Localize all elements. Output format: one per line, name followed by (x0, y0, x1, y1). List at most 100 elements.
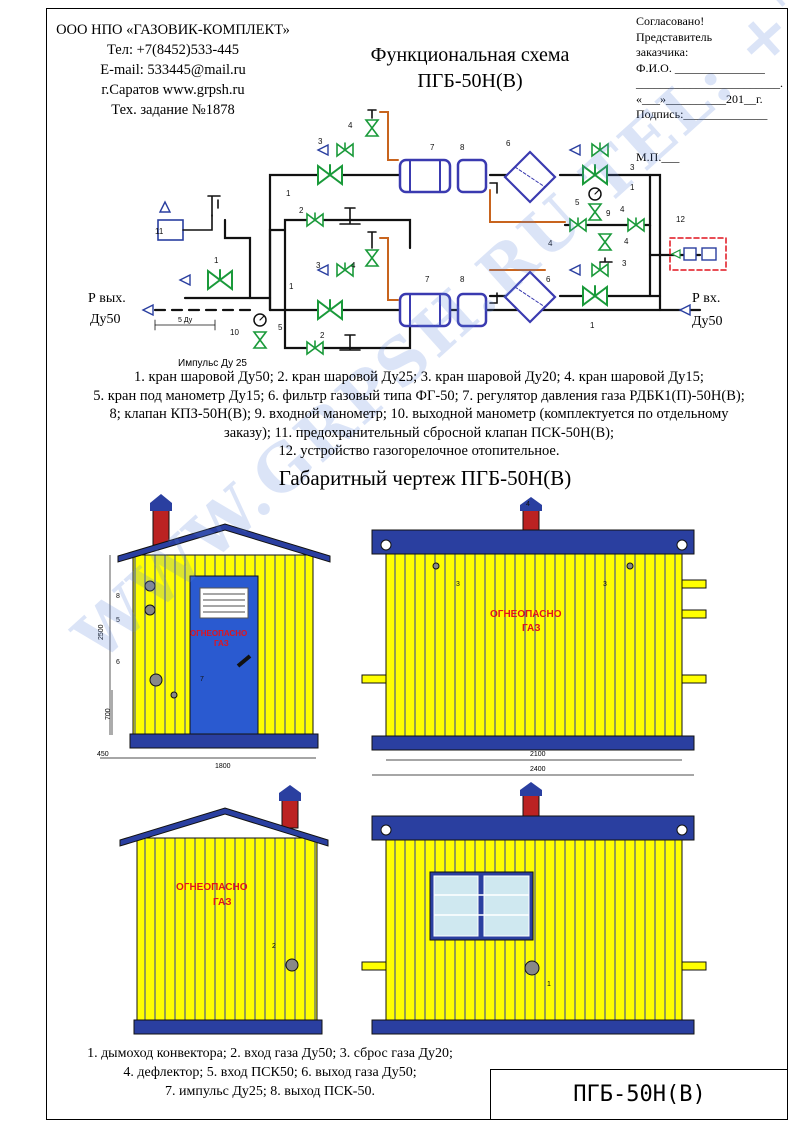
company-email: E-mail: 533445@mail.ru (100, 62, 246, 78)
inlet-diameter-label: Ду50 (692, 314, 723, 329)
output-arrow-icon (142, 304, 154, 316)
vent-icon (569, 264, 581, 276)
gauge-valve (253, 331, 267, 349)
legend-line: 8; клапан КПЗ-50Н(В); 9. входной маномет… (109, 406, 729, 422)
svg-text:5: 5 (116, 617, 120, 624)
ball-valve-du15 (365, 119, 379, 137)
pressure-regulator (398, 292, 452, 328)
warning-label: ОГНЕОПАСНО (176, 882, 248, 893)
svg-text:10: 10 (230, 328, 239, 337)
legend-line: 1. дымоход конвектора; 2. вход газа Ду50… (87, 1046, 453, 1061)
stamp-place: М.П.___ (636, 150, 680, 164)
warning-label: ОГНЕОПАСНО (190, 629, 247, 638)
svg-text:1: 1 (289, 282, 294, 291)
approval-sign: Подпись:______________ (636, 107, 768, 121)
svg-text:3: 3 (316, 261, 321, 270)
impulse-label: Импульс Ду 25 (178, 358, 247, 369)
schema-title-line2: ПГБ-50Н(В) (417, 70, 523, 92)
ball-valve-du50 (582, 285, 608, 306)
vent-icon (179, 274, 191, 286)
approval-fio: Ф.И.О. _______________ (636, 60, 765, 75)
svg-text:5: 5 (575, 198, 580, 207)
inlet-pressure-label: Р вх. (692, 291, 720, 306)
approval-block: Согласовано! Представитель заказчика: Ф.… (636, 14, 786, 123)
dim-700: 700 (105, 708, 112, 720)
approval-line: заказчика: (636, 45, 689, 59)
impulse-line (379, 111, 399, 161)
warning-label: ГАЗ (522, 623, 541, 634)
drawing-frame (46, 8, 788, 1120)
svg-text:3: 3 (622, 259, 627, 268)
ball-valve-du20 (336, 142, 354, 157)
burner-device (669, 237, 727, 271)
vent-icon (317, 144, 329, 156)
svg-text:4: 4 (624, 237, 629, 246)
input-arrow-icon (678, 303, 691, 317)
svg-text:6: 6 (116, 659, 120, 666)
svg-text:4: 4 (348, 121, 353, 130)
inlet-manometer-icon (588, 187, 602, 201)
vent-icon (158, 200, 172, 213)
svg-text:1: 1 (547, 981, 551, 988)
side-view-window: 1 (361, 782, 707, 1035)
svg-text:4: 4 (548, 239, 553, 248)
pipe-fittings (207, 109, 613, 351)
outlet-diameter-label: Ду50 (90, 312, 121, 327)
shutoff-valve (456, 292, 488, 328)
schema-title-line1: Функциональная схема (370, 44, 570, 66)
svg-text:1: 1 (630, 183, 635, 192)
approval-blank: ________________________. (636, 76, 783, 90)
dim-2400: 2400 (530, 766, 546, 773)
ball-valve-du15 (627, 217, 645, 232)
svg-text:5: 5 (278, 323, 283, 332)
company-block: ООО НПО «ГАЗОВИК-КОМПЛЕКТ» Тел: +7(8452)… (48, 20, 298, 120)
ball-valve-du20 (591, 262, 609, 277)
company-name: ООО НПО «ГАЗОВИК-КОМПЛЕКТ» (56, 22, 290, 38)
ball-valve-du25 (306, 340, 324, 355)
dim-1800: 1800 (215, 763, 231, 770)
warning-label: ОГНЕОПАСНО (490, 609, 562, 620)
impulse-line (489, 189, 566, 223)
gas-filter (503, 270, 557, 324)
svg-text:2: 2 (272, 943, 276, 950)
svg-text:3: 3 (603, 581, 607, 588)
svg-text:6: 6 (506, 139, 511, 148)
legend-line: 1. кран шаровой Ду50; 2. кран шаровой Ду… (134, 369, 704, 385)
svg-text:1: 1 (214, 256, 219, 265)
svg-text:7: 7 (425, 275, 430, 284)
title-block: ПГБ-50Н(В) (490, 1069, 788, 1120)
warning-label: ГАЗ (214, 639, 229, 648)
svg-text:1: 1 (590, 321, 595, 330)
approval-date: «___»__________201__г. (636, 91, 763, 106)
legend-line: заказу); 11. предохранительный сбросной … (223, 424, 615, 441)
svg-text:8: 8 (460, 275, 465, 284)
svg-text:3: 3 (630, 163, 635, 172)
dimension-5du-label: 5 Ду (178, 317, 193, 324)
dimension-5du (154, 319, 216, 331)
legend-line: 12. устройство газогорелочное отопительн… (278, 443, 560, 459)
drawing-legend: 1. дымоход конвектора; 2. вход газа Ду50… (50, 1044, 490, 1101)
svg-text:7: 7 (200, 676, 204, 683)
ball-valve-du50 (317, 299, 343, 320)
outlet-pressure-label: Р вых. (88, 291, 126, 306)
svg-text:6: 6 (546, 275, 551, 284)
impulse-line (379, 237, 399, 301)
legend-line: 7. импульс Ду25; 8. выход ПСК-50. (165, 1084, 375, 1099)
shutoff-valve (456, 158, 488, 194)
schema-title: Функциональная схема ПГБ-50Н(В) (330, 42, 610, 94)
legend-line: 4. дефлектор; 5. вход ПСК50; 6. выход га… (123, 1065, 417, 1080)
drawing-title: Габаритный чертеж ПГБ-50Н(В) (278, 466, 572, 490)
ball-valve-du15 (365, 249, 379, 267)
svg-text:8: 8 (460, 143, 465, 152)
svg-text:8: 8 (116, 593, 120, 600)
ball-valve-du15 (598, 233, 612, 251)
ball-valve-du50 (317, 164, 343, 185)
svg-text:2: 2 (320, 331, 325, 340)
company-phone: Тел: +7(8452)533-445 (106, 42, 240, 58)
company-city-web: г.Саратов www.grpsh.ru (101, 82, 245, 98)
approval-line: Представитель (636, 29, 713, 44)
